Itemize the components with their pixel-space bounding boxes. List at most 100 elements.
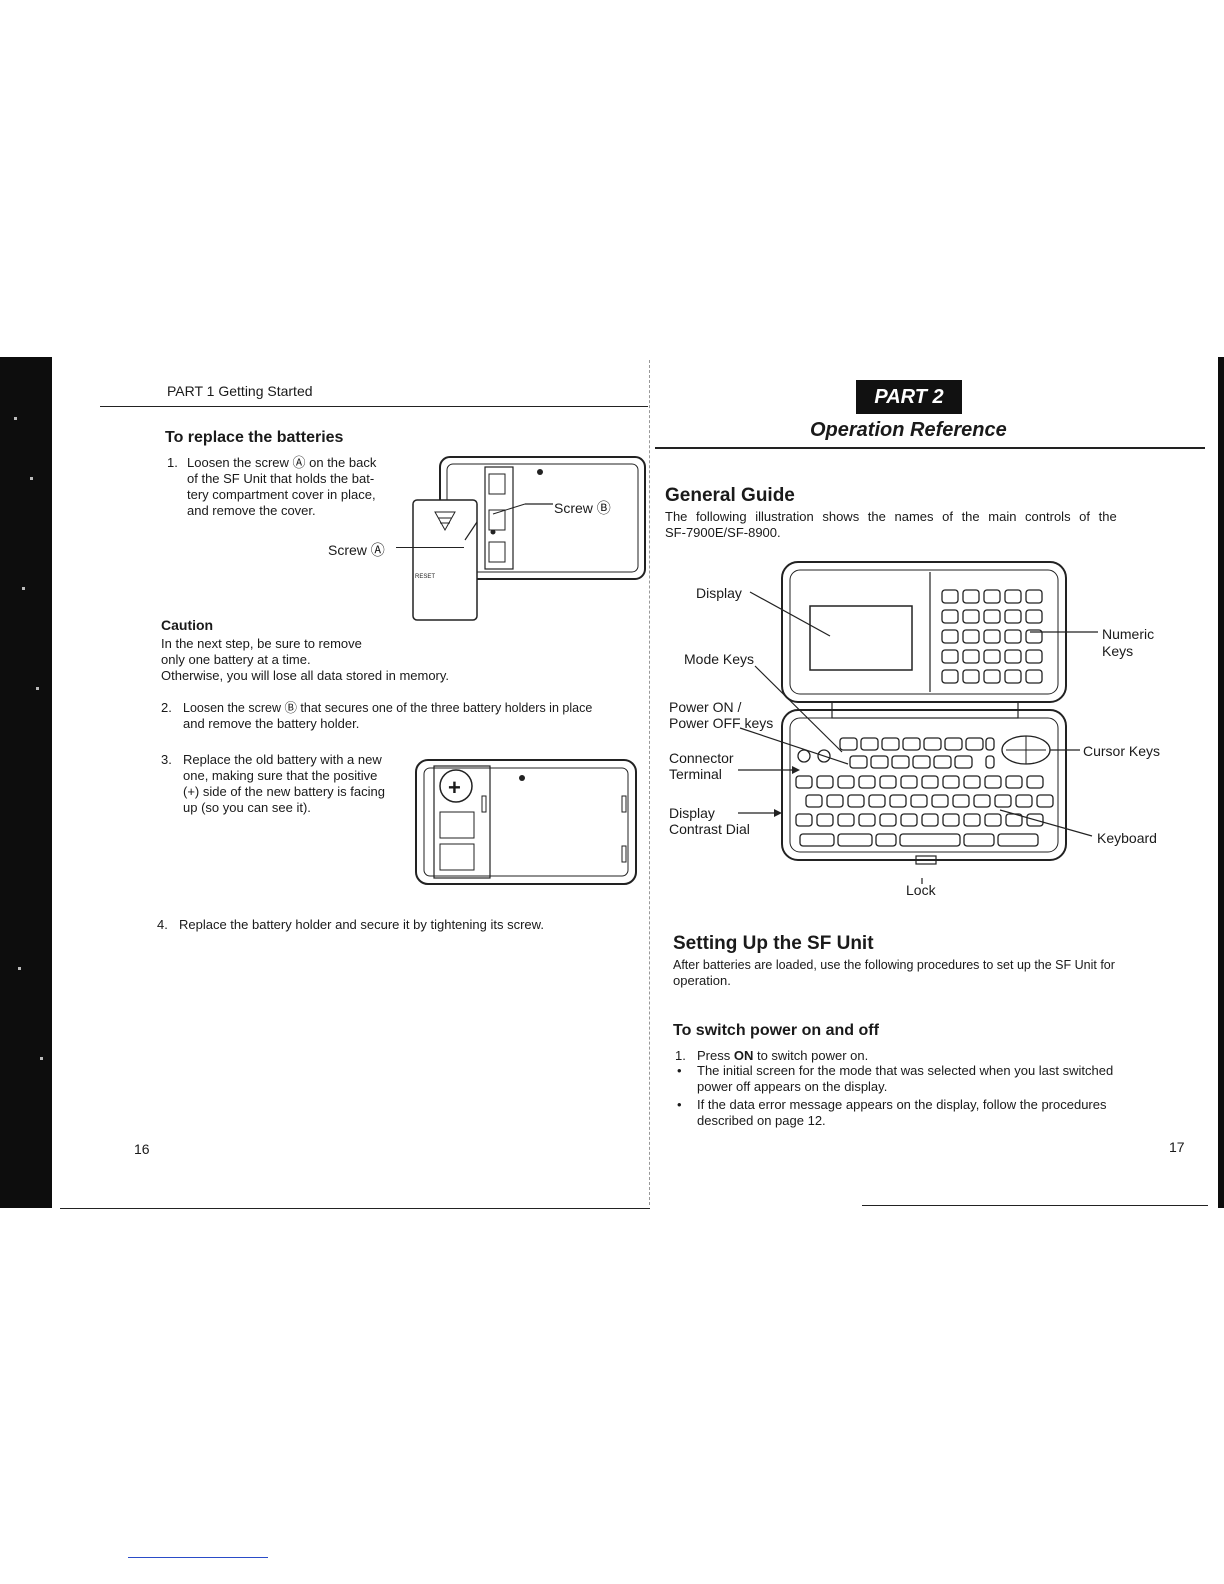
keyboard-key [994, 794, 1012, 808]
reset-label: RESET [415, 574, 435, 580]
numeric-key [941, 649, 959, 664]
keyboard-key [816, 775, 834, 789]
mode-key [944, 737, 963, 751]
label-numeric: Numeric [1102, 626, 1155, 642]
bullet-1-text: The initial screen for the mode that was… [697, 1063, 1114, 1094]
keyboard-key [889, 794, 907, 808]
step1-number: 1. [167, 455, 178, 470]
step1-text: Loosen the screw Ⓐ on the back of the SF… [187, 455, 377, 518]
right-bottom-rule [862, 1205, 1208, 1206]
keyboard-key [984, 813, 1002, 827]
keyboard-key [858, 775, 876, 789]
keyboard-key [997, 833, 1039, 847]
scan-right-edge [1218, 357, 1224, 1208]
numeric-key [1025, 629, 1043, 644]
label-power-on: Power ON / [669, 699, 742, 715]
bullet-2-marker: • [677, 1097, 682, 1112]
keyboard-key [837, 813, 855, 827]
mode-key [965, 737, 984, 751]
bullet-2-text: If the data error message appears on the… [697, 1097, 1107, 1128]
on-key: ON [733, 1048, 754, 1063]
switch-step1-number: 1. [675, 1048, 686, 1063]
device-leader-lines [738, 591, 1098, 884]
section-title-replace-batteries: To replace the batteries [165, 429, 344, 446]
keyboard-key [868, 794, 886, 808]
keyboard-key [931, 794, 949, 808]
keyboard-key [1026, 813, 1044, 827]
keyboard-key [900, 775, 918, 789]
mode-key [912, 755, 931, 769]
keyboard-key [795, 775, 813, 789]
numeric-key [941, 669, 959, 684]
numeric-key [1004, 669, 1022, 684]
keyboard-key [973, 794, 991, 808]
label-contrast-dial: Contrast Dial [669, 821, 750, 837]
label-keyboard: Keyboard [1097, 830, 1157, 846]
mode-key [839, 737, 858, 751]
right-header-rule [655, 447, 1205, 449]
keyboard-key [1015, 794, 1033, 808]
switch-power-title: To switch power on and off [673, 1022, 879, 1039]
caution-text: In the next step, be sure to remove only… [161, 636, 450, 683]
keyboard-key [805, 794, 823, 808]
numeric-key [1025, 609, 1043, 624]
numeric-key [962, 629, 980, 644]
label-mode-keys: Mode Keys [684, 651, 755, 667]
numeric-key [962, 589, 980, 604]
plus-sign: + [448, 775, 461, 800]
numeric-key [941, 589, 959, 604]
keyboard-key [910, 794, 928, 808]
numeric-key [962, 669, 980, 684]
keyboard-key [826, 794, 844, 808]
general-guide-title: General Guide [665, 485, 795, 506]
mode-key [923, 737, 942, 751]
keyboard-key [984, 775, 1002, 789]
numeric-key [962, 609, 980, 624]
label-connector: Connector [669, 750, 734, 766]
label-display: Display [696, 585, 742, 601]
numeric-key [941, 629, 959, 644]
numeric-key [1025, 669, 1043, 684]
keyboard-key [795, 813, 813, 827]
step2-text: Loosen the screw Ⓑ that secures one of t… [183, 701, 593, 731]
screw-a-label: Screw Ⓐ [328, 542, 385, 558]
keyboard-key [942, 775, 960, 789]
scan-left-edge [0, 357, 52, 1208]
bottom-underline-mark [128, 1557, 268, 1558]
switch-step1-text: Press ON to switch power on. [697, 1048, 869, 1063]
keyboard-key [837, 833, 873, 847]
battery-cover-illustration: RESET [412, 456, 646, 621]
label-power-off: Power OFF keys [669, 715, 774, 731]
keyboard-key [879, 775, 897, 789]
keyboard-key [1005, 775, 1023, 789]
left-page-number: 16 [134, 1141, 150, 1157]
numeric-key [983, 629, 1001, 644]
keyboard-key [847, 794, 865, 808]
caution-title: Caution [161, 617, 214, 633]
keyboard-key [858, 813, 876, 827]
bullet-1-marker: • [677, 1063, 682, 1078]
keyboard-key [1036, 794, 1054, 808]
numeric-key [1004, 589, 1022, 604]
keyboard-key [879, 813, 897, 827]
numeric-key [1004, 629, 1022, 644]
keyboard-key [1026, 775, 1044, 789]
numeric-key [1025, 649, 1043, 664]
space-key [899, 833, 961, 847]
device-illustration [781, 561, 1067, 865]
left-bottom-rule [60, 1208, 650, 1209]
mode-key [849, 755, 868, 769]
numeric-key [983, 609, 1001, 624]
power-key [985, 755, 995, 769]
mode-key [870, 755, 889, 769]
right-page-number: 17 [1169, 1139, 1185, 1155]
left-header: PART 1 Getting Started [167, 383, 313, 399]
general-guide-text: The following illustration shows the nam… [665, 509, 1117, 540]
step3-number: 3. [161, 752, 172, 767]
label-cursor-keys: Cursor Keys [1083, 743, 1161, 759]
mode-key [902, 737, 921, 751]
label-keys: Keys [1102, 643, 1134, 659]
keyboard-key [963, 813, 981, 827]
mode-key [933, 755, 952, 769]
screw-b-label: Screw Ⓑ [554, 500, 611, 516]
